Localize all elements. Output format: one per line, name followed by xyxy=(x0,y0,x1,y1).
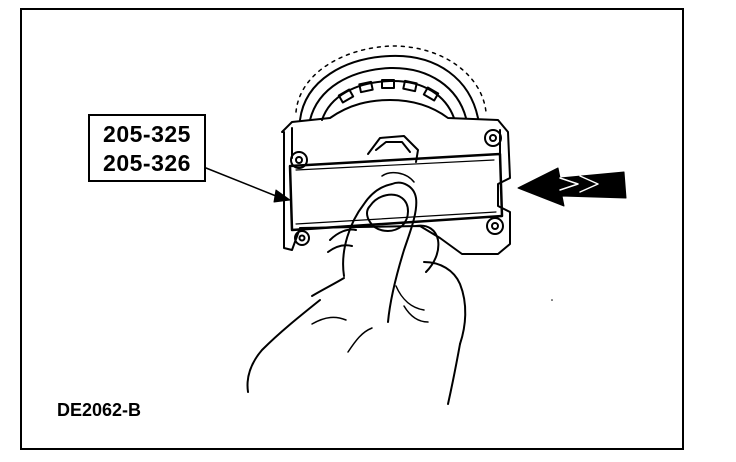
tool-number-1: 205-325 xyxy=(103,121,191,147)
figure-id: DE2062-B xyxy=(57,400,142,420)
leader-line xyxy=(205,167,291,203)
figure-frame xyxy=(20,8,684,450)
pulley-housing xyxy=(295,45,487,121)
scan-speck xyxy=(551,299,553,301)
hand xyxy=(246,171,467,405)
tool-number-2: 205-326 xyxy=(103,150,191,176)
installer-tool xyxy=(288,152,504,232)
direction-arrow xyxy=(517,167,627,207)
mounting-bracket xyxy=(281,99,511,255)
tool-number-label: 205-325 205-326 xyxy=(88,114,206,182)
